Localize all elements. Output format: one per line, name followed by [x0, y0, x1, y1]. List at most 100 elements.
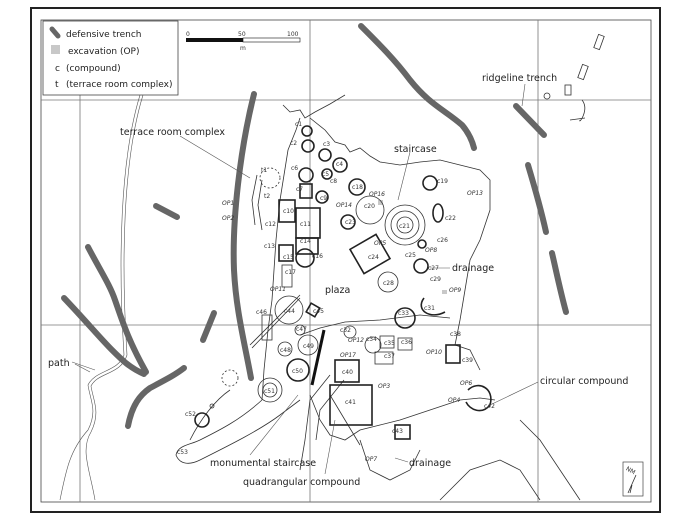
compound-label-c29: c29: [430, 276, 441, 283]
monumental-staircase: [310, 329, 326, 386]
excavation-labels: OP1OP2OP3OP4OP5OP6OP7OP8OP9OP10OP11OP12O…: [222, 190, 483, 463]
legend-label: (compound): [66, 64, 121, 74]
north-arrow: NM: [622, 461, 644, 497]
trench-swatch-icon: [49, 26, 61, 39]
compound-label-c34: c34: [366, 336, 377, 343]
excavation-label-op2: OP2: [222, 215, 234, 222]
compound-label-c40: c40: [342, 369, 353, 376]
legend-item-terrace: t (terrace room complex): [55, 80, 172, 90]
compound-label-c41: c41: [345, 399, 356, 406]
feature-label-drainage: drainage: [409, 458, 451, 469]
compound-label-c22: c22: [445, 215, 456, 222]
compound-label-c44: c44: [284, 308, 295, 315]
legend-item-compound: c (compound): [55, 64, 121, 74]
feature-labels: ridgeline trench terrace room complex stai…: [48, 73, 628, 488]
excavation-label-op14: OP14: [336, 202, 352, 209]
compound-label-c31: c31: [424, 305, 435, 312]
compound-label-c33: c33: [398, 310, 409, 317]
compound-label-c45: c45: [313, 308, 324, 315]
compound-label-c1: c1: [295, 121, 302, 128]
compound-label-c51: c51: [264, 388, 275, 395]
grid-lines: [41, 20, 651, 502]
compound-label-t2: t2: [264, 193, 270, 200]
compound-label-c36: c36: [401, 339, 412, 346]
compound-label-c3: c3: [323, 141, 330, 148]
compound-label-c13: c13: [264, 243, 275, 250]
compound-label-c23: c23: [345, 219, 356, 226]
compound-label-c14: c14: [300, 238, 311, 245]
compound-label-c47: c47: [296, 326, 307, 333]
leader-lines: [74, 83, 539, 475]
excavation-label-op12: OP12: [348, 337, 364, 344]
feature-label-monumental-staircase: monumental staircase: [210, 458, 316, 469]
settlement-outlines: [175, 94, 581, 501]
compound-label-c25: c25: [405, 252, 416, 259]
defensive-trenches: [61, 23, 569, 429]
excavation-label-op3: OP3: [378, 383, 390, 390]
legend-symbol: t: [55, 80, 59, 90]
north-arrow-icon: [627, 474, 637, 494]
excavation-label-op10: OP10: [426, 349, 442, 356]
compound-label-c15: c15: [283, 254, 294, 261]
path-lines: [59, 94, 144, 501]
excavation-label-op16: OP16: [369, 191, 385, 198]
compound-label-c53: c53: [177, 449, 188, 456]
excavation-label-op13: OP13: [467, 190, 483, 197]
compound-label-c9: c9: [320, 195, 327, 202]
compound-label-c43: c43: [392, 428, 403, 435]
excavation-label-op9: OP9: [449, 287, 461, 294]
legend-item-defensive-trench: defensive trench: [49, 26, 142, 40]
excavation-label-op11: OP11: [270, 286, 286, 293]
scale-tick-0: 0: [186, 31, 190, 38]
compound-label-c12: c12: [265, 221, 276, 228]
compound-label-c26: c26: [437, 237, 448, 244]
compound-label-c2: c2: [290, 140, 297, 147]
compound-label-c21: c21: [399, 223, 410, 230]
excavation-swatch-icon: [51, 45, 60, 54]
compound-label-c27: c27: [428, 265, 439, 272]
scale-unit: m: [240, 45, 246, 52]
legend-label: (terrace room complex): [66, 80, 172, 90]
northeast-structures: [543, 33, 605, 122]
compound-label-c39: c39: [462, 357, 473, 364]
compound-shapes: [194, 125, 492, 440]
feature-label-plaza: plaza: [325, 285, 350, 296]
compound-label-c38: c38: [450, 331, 461, 338]
compound-label-c46: c46: [256, 309, 267, 316]
compound-label-c18: c18: [352, 184, 363, 191]
scale-bar: 0 50 100 m: [186, 31, 301, 52]
feature-label-staircase: staircase: [394, 144, 437, 155]
compound-label-c42: c42: [484, 403, 495, 410]
legend-symbol: c: [55, 64, 60, 74]
excavation-label-op6: OP6: [460, 380, 472, 387]
feature-label-terrace-room-complex: terrace room complex: [120, 127, 225, 138]
compound-label-c11: c11: [300, 221, 311, 228]
excavation-areas: [378, 200, 447, 294]
compound-label-c17: c17: [285, 269, 296, 276]
compound-label-c8: c8: [330, 178, 337, 185]
compound-label-c7: c7: [296, 186, 303, 193]
compound-label-c24: c24: [368, 254, 379, 261]
legend: defensive trench excavation (OP) c (comp…: [42, 20, 179, 96]
excavation-label-op7: OP7: [365, 456, 377, 463]
legend-label: excavation (OP): [68, 47, 140, 57]
compound-label-c19: c19: [437, 178, 448, 185]
feature-label-path: path: [48, 358, 70, 369]
scale-tick-100: 100: [287, 31, 299, 38]
feature-label-ridgeline-trench: ridgeline trench: [482, 73, 557, 84]
compound-label-t1: t1: [261, 167, 267, 174]
compound-label-c32: c32: [340, 327, 351, 334]
feature-label-drainage: drainage: [452, 263, 494, 274]
compound-label-c49: c49: [303, 343, 314, 350]
map-frame: [40, 19, 652, 503]
compound-label-c37: c37: [384, 353, 395, 360]
compound-label-c20: c20: [364, 203, 375, 210]
compound-label-c35: c35: [384, 340, 395, 347]
compound-label-c50: c50: [292, 368, 303, 375]
feature-label-circular-compound: circular compound: [540, 376, 628, 387]
compound-label-c5: c5: [322, 171, 329, 178]
compound-label-c16: c16: [312, 253, 323, 260]
excavation-label-op8: OP8: [425, 247, 437, 254]
